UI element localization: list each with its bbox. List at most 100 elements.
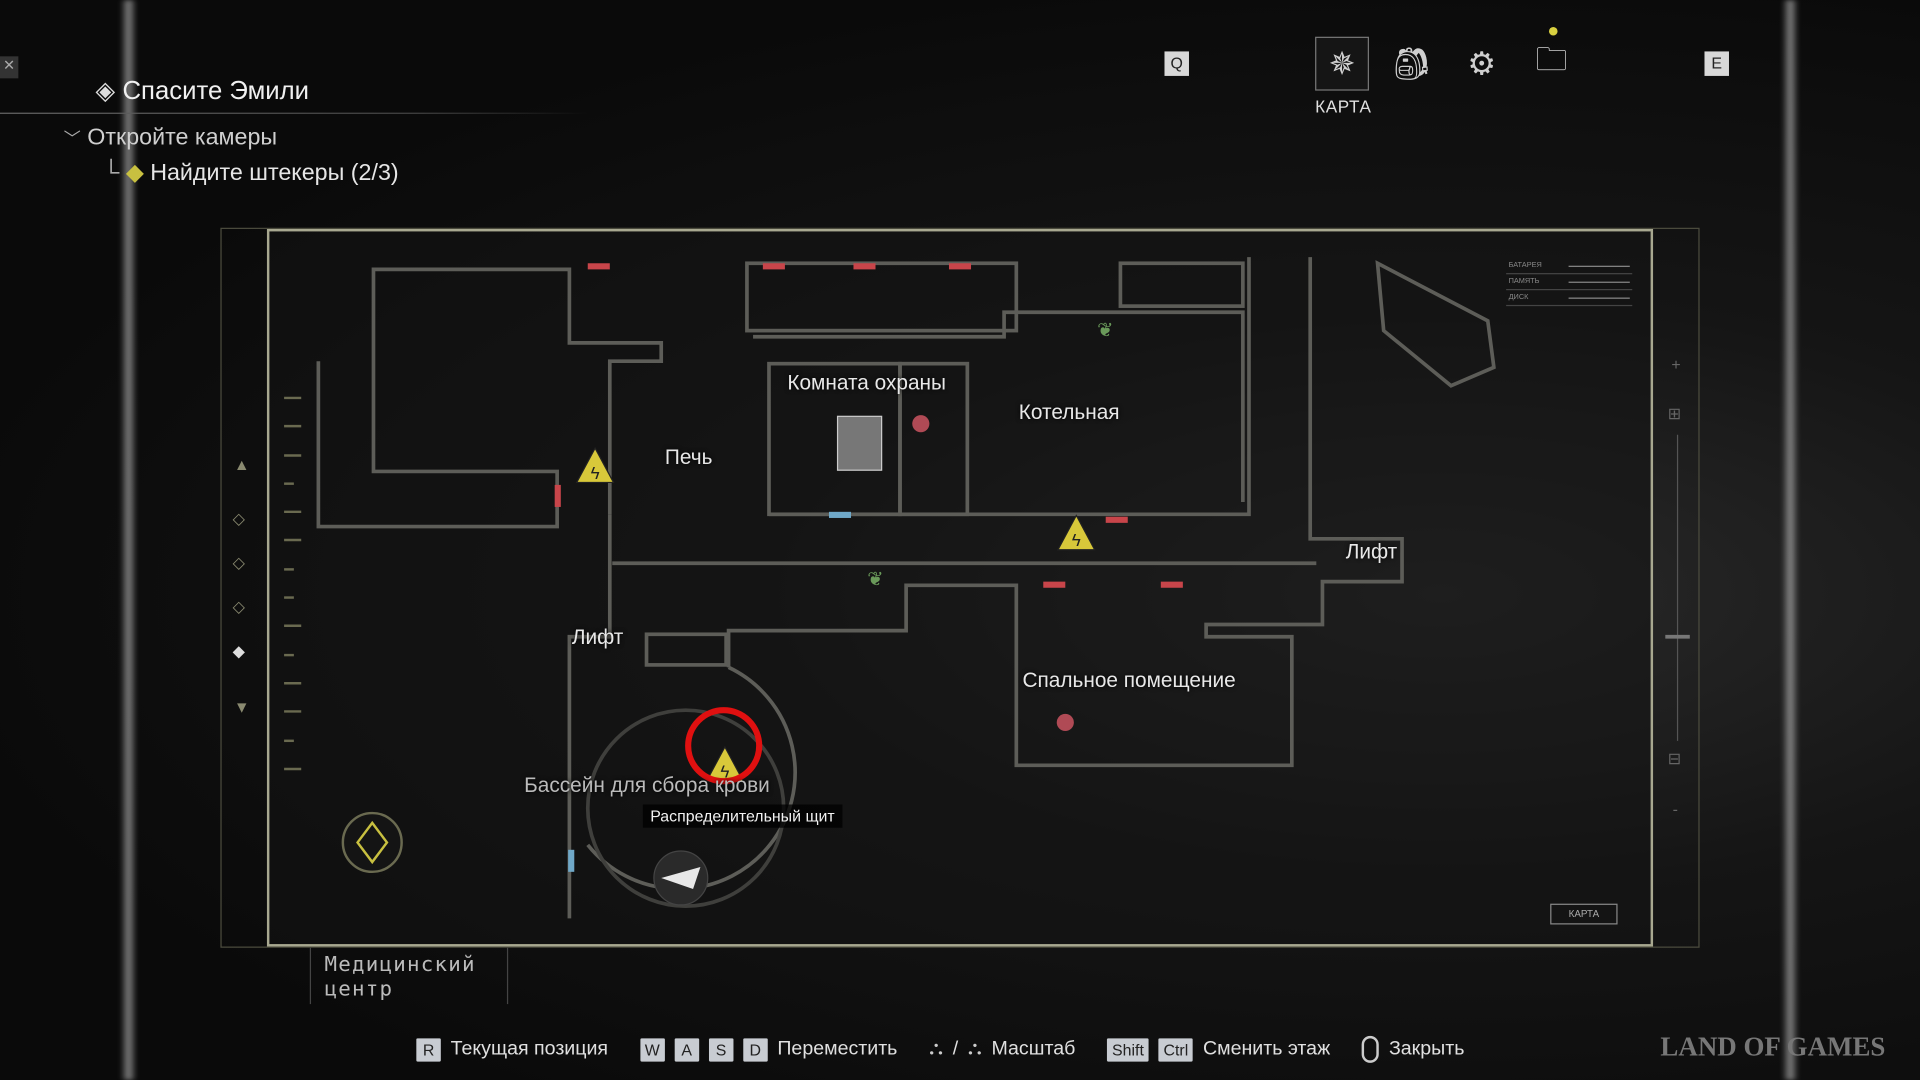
hazard-icon: ϟ bbox=[575, 446, 615, 484]
controls-hint-bar: R Текущая позиция W A S D Переместить ⛬ … bbox=[416, 1035, 1465, 1063]
map-badge: КАРТА bbox=[1550, 903, 1618, 925]
room-elevator-left[interactable]: Лифт bbox=[571, 625, 624, 649]
backpack-icon: 🎒︎ bbox=[1391, 44, 1433, 82]
map-canvas[interactable] bbox=[266, 228, 1654, 947]
locked-door bbox=[554, 484, 561, 507]
open-door bbox=[568, 849, 575, 872]
objective-sub-text: Откройте камеры bbox=[87, 124, 278, 151]
diamond-icon: ◈ bbox=[95, 77, 116, 106]
herb-icon bbox=[1056, 713, 1074, 732]
svg-text:ϟ: ϟ bbox=[591, 463, 600, 483]
next-tab-key[interactable]: E bbox=[1704, 51, 1729, 76]
floor-down-icon[interactable]: ▼ bbox=[233, 697, 250, 717]
locked-doors bbox=[554, 263, 1183, 588]
zoom-out-box-icon[interactable]: ⊟ bbox=[1667, 749, 1682, 768]
status-memory: ПАМЯТЬ bbox=[1508, 277, 1540, 286]
hint-change-floor: Сменить этаж bbox=[1202, 1038, 1331, 1060]
north-marker-icon bbox=[356, 820, 389, 865]
hint-current-position: Текущая позиция bbox=[450, 1038, 609, 1060]
objective-sub[interactable]: ﹀ Откройте камеры bbox=[64, 125, 277, 152]
locked-door bbox=[948, 263, 972, 270]
plant-icon: ❦ bbox=[1097, 320, 1113, 342]
floor-diamond-icon[interactable]: ◇ bbox=[232, 597, 245, 616]
key-w[interactable]: W bbox=[639, 1037, 665, 1062]
status-disk: ДИСК bbox=[1508, 293, 1529, 302]
open-doors bbox=[568, 511, 852, 872]
locked-door bbox=[1105, 516, 1128, 523]
room-boiler[interactable]: Котельная bbox=[1018, 400, 1120, 424]
light-beam bbox=[1781, 0, 1799, 1080]
area-box bbox=[309, 947, 509, 1005]
room-elevator-right[interactable]: Лифт bbox=[1345, 540, 1398, 564]
tab-upgrades[interactable]: ⚙ bbox=[1455, 37, 1509, 91]
objective-marker-icon: ◆ bbox=[125, 160, 144, 187]
room-security[interactable]: Комната охраны bbox=[787, 371, 947, 395]
divider bbox=[0, 112, 588, 114]
objective-task-text: Найдите штекеры (2/3) bbox=[150, 160, 399, 187]
close-icon[interactable]: ✕ bbox=[0, 56, 19, 79]
floor-ticks bbox=[284, 396, 302, 771]
tooltip: Распределительный щит bbox=[642, 804, 843, 828]
map-walls bbox=[316, 257, 1496, 919]
device-status: БАТАРЕЯ ПАМЯТЬ ДИСК bbox=[1506, 258, 1633, 307]
tab-map[interactable]: ✵ bbox=[1315, 36, 1369, 91]
locked-door bbox=[1160, 581, 1183, 588]
player-arrow-icon bbox=[661, 866, 701, 889]
map-frame bbox=[220, 227, 1700, 948]
locked-door bbox=[587, 263, 610, 270]
key-d[interactable]: D bbox=[743, 1037, 768, 1062]
key-r[interactable]: R bbox=[416, 1037, 441, 1062]
zoom-out-icon[interactable]: - bbox=[1672, 799, 1678, 818]
floor-up-icon[interactable]: ▲ bbox=[233, 455, 250, 474]
room-bedroom[interactable]: Спальное помещение bbox=[1022, 668, 1236, 692]
key-ctrl[interactable]: Ctrl bbox=[1158, 1037, 1194, 1062]
compass-icon: ✵ bbox=[1328, 44, 1356, 82]
key-shift[interactable]: Shift bbox=[1107, 1037, 1149, 1062]
hint-close: Закрыть bbox=[1388, 1038, 1465, 1060]
floor-diamond-icon[interactable]: ◇ bbox=[232, 509, 245, 528]
hint-slash: / bbox=[952, 1038, 959, 1060]
mouse-icon bbox=[1362, 1035, 1380, 1063]
open-door bbox=[828, 511, 852, 518]
current-floor-icon[interactable]: ◆ bbox=[232, 641, 245, 661]
key-s[interactable]: S bbox=[708, 1037, 734, 1062]
svg-text:ϟ: ϟ bbox=[720, 762, 729, 782]
key-a[interactable]: A bbox=[674, 1037, 699, 1062]
objective-main-text: Спасите Эмили bbox=[122, 77, 310, 106]
plant-icon: ❦ bbox=[867, 568, 883, 590]
tab-files[interactable]: 🗀 bbox=[1524, 37, 1578, 91]
tab-map-label: КАРТА bbox=[1315, 96, 1372, 117]
svg-text:ϟ: ϟ bbox=[1072, 530, 1081, 550]
files-icon: 🗀 bbox=[1535, 40, 1568, 78]
room-pool[interactable]: Бассейн для сбора крови bbox=[524, 773, 770, 798]
hint-move: Переместить bbox=[777, 1038, 898, 1060]
objective-task: └ ◆ Найдите штекеры (2/3) bbox=[103, 159, 399, 187]
area-name: Медицинский центр bbox=[324, 952, 476, 1002]
light-beam bbox=[120, 0, 138, 1080]
herb-icon bbox=[912, 415, 930, 433]
hazard-icon: ϟ bbox=[1056, 514, 1096, 551]
chevron-down-icon: ﹀ bbox=[63, 128, 81, 149]
status-battery: БАТАРЕЯ bbox=[1508, 262, 1542, 270]
floor-diamond-icon[interactable]: ◇ bbox=[232, 553, 245, 572]
room-furnace[interactable]: Печь bbox=[664, 445, 713, 469]
zoom-slider bbox=[1665, 434, 1690, 741]
locked-door bbox=[853, 263, 876, 270]
gears-icon: ⚙ bbox=[1467, 44, 1496, 82]
locked-door bbox=[762, 263, 785, 270]
locked-door bbox=[1043, 581, 1066, 588]
zoom-in-icon[interactable]: + bbox=[1671, 355, 1681, 374]
tab-inventory[interactable]: 🎒︎ bbox=[1385, 37, 1439, 91]
notification-dot bbox=[1548, 26, 1558, 36]
compass-widget bbox=[341, 811, 403, 874]
prev-tab-key[interactable]: Q bbox=[1164, 51, 1189, 76]
safe-icon bbox=[836, 415, 883, 471]
tree-branch-icon: └ bbox=[102, 160, 120, 187]
mouse-wheel-up-icon: ⛬ bbox=[929, 1038, 943, 1060]
watermark: LAND OF GAMES bbox=[1660, 1031, 1886, 1062]
hint-zoom: Масштаб bbox=[991, 1038, 1076, 1060]
objective-main: ◈ Спасите Эмили bbox=[96, 76, 310, 107]
zoom-in-box-icon[interactable]: ⊞ bbox=[1667, 404, 1682, 423]
